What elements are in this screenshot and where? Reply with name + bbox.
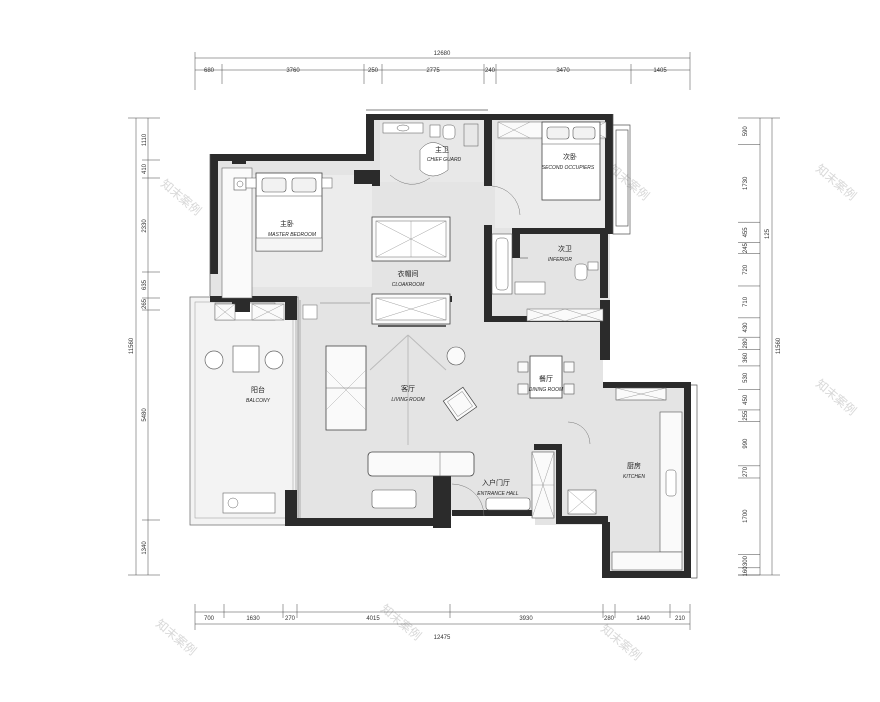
dim-right-seg: 590 bbox=[743, 126, 749, 137]
dim-left-seg: 2330 bbox=[142, 219, 148, 233]
dim-left-seg: 265 bbox=[142, 298, 148, 309]
dim-right-seg: 990 bbox=[743, 438, 749, 449]
dim-right-seg: 280 bbox=[743, 338, 749, 349]
dimension-right-labels: 11560 125 bbox=[765, 228, 782, 354]
living-room-label-en: LIVING ROOM bbox=[391, 397, 425, 403]
entrance-hall: 入户门厅 ENTRANCE HALL bbox=[451, 451, 555, 519]
master-bed bbox=[255, 172, 323, 252]
dining-room-label-cn: 餐厅 bbox=[539, 374, 553, 383]
kitchen: 厨房 KITCHEN bbox=[567, 387, 683, 571]
dim-left-seg: 5480 bbox=[142, 408, 148, 422]
dim-top-seg: 3760 bbox=[286, 68, 300, 74]
dim-right-seg: 530 bbox=[743, 372, 749, 383]
dim-bottom-seg: 1440 bbox=[636, 616, 650, 622]
dim-left-seg: 635 bbox=[142, 279, 148, 290]
dim-right-total: 11560 bbox=[776, 337, 782, 354]
second-bedroom-label-en: SECOND OCCUPIERS bbox=[542, 165, 595, 171]
dim-left-seg: 1340 bbox=[142, 541, 148, 555]
dim-bottom-seg: 3930 bbox=[519, 616, 533, 622]
living-room-label-cn: 客厅 bbox=[401, 384, 415, 393]
dim-right-seg: 270 bbox=[743, 466, 749, 477]
dim-bottom-seg: 210 bbox=[675, 616, 686, 622]
dining-room: 餐厅 DINING ROOM bbox=[517, 355, 591, 445]
dim-top-seg: 3470 bbox=[556, 68, 570, 74]
entrance-label-en: ENTRANCE HALL bbox=[477, 491, 519, 497]
kitchen-label-cn: 厨房 bbox=[627, 461, 641, 470]
dim-top-seg: 240 bbox=[485, 68, 496, 74]
dim-right-seg: 455 bbox=[743, 227, 749, 238]
cloakroom-label-en: CLOAKROOM bbox=[392, 282, 425, 288]
second-bedroom-label-cn: 次卧 bbox=[563, 152, 577, 161]
dim-right-seg: 1700 bbox=[743, 509, 749, 523]
dimension-top-labels: 12680 680 3760 250 2775 240 3470 1405 bbox=[204, 51, 667, 74]
watermark: 知末案例 bbox=[813, 376, 859, 418]
master-bath: 主卫 CHIEF GUARD bbox=[380, 120, 484, 185]
watermark: 知末案例 bbox=[153, 616, 199, 658]
second-bath-label-cn: 次卫 bbox=[558, 244, 572, 253]
dim-top-total: 12680 bbox=[434, 51, 451, 57]
dim-right-seg: 450 bbox=[743, 394, 749, 405]
dim-top-seg: 680 bbox=[204, 68, 215, 74]
dimension-left bbox=[128, 117, 160, 576]
view-arrows bbox=[369, 334, 447, 445]
dimension-bottom bbox=[194, 604, 691, 630]
second-bed bbox=[541, 121, 601, 201]
second-bedroom: 次卧 SECOND OCCUPIERS bbox=[491, 121, 607, 216]
entrance-label-cn: 入户门厅 bbox=[482, 478, 510, 487]
wardrobe-strip bbox=[214, 302, 370, 321]
dimension-left-labels: 11560 1110 410 2330 635 265 5480 1340 bbox=[129, 133, 148, 555]
master-bedroom: 主卧 MASTER BEDROOM bbox=[221, 167, 333, 299]
dim-bottom-total: 12475 bbox=[434, 635, 451, 641]
dim-left-seg: 410 bbox=[142, 163, 148, 174]
dim-right-seg: 255 bbox=[743, 410, 749, 421]
sofa bbox=[325, 345, 367, 431]
balcony-table bbox=[204, 345, 284, 373]
cloakroom: 衣帽间 CLOAKROOM bbox=[371, 216, 451, 327]
master-bath-label-en: CHIEF GUARD bbox=[427, 157, 462, 163]
dim-right-seg: 710 bbox=[743, 296, 749, 307]
balcony-label-en: BALCONY bbox=[246, 398, 271, 404]
dim-right-seg: 245 bbox=[743, 242, 749, 253]
exterior-lines bbox=[209, 109, 698, 579]
cloakroom-label-cn: 衣帽间 bbox=[398, 269, 419, 278]
dim-top-seg: 1405 bbox=[653, 68, 667, 74]
dim-left-seg: 1110 bbox=[142, 133, 148, 146]
dim-bottom-seg: 700 bbox=[204, 616, 215, 622]
dim-bottom-seg: 270 bbox=[285, 616, 296, 622]
dim-right-seg: 720 bbox=[743, 264, 749, 275]
dimension-right-segments: 590 1730 455 245 720 710 430 280 360 530 450 255 990… bbox=[738, 126, 760, 577]
second-bath-label-en: INFERIOR bbox=[548, 257, 572, 263]
second-bath: 次卫 INFERIOR bbox=[491, 233, 604, 322]
balcony-label-cn: 阳台 bbox=[251, 385, 265, 394]
dim-bottom-seg: 4015 bbox=[366, 616, 380, 622]
living-room: 客厅 LIVING ROOM bbox=[325, 334, 478, 509]
dining-room-label-en: DINING ROOM bbox=[529, 387, 564, 393]
armchair bbox=[442, 386, 478, 422]
watermark: 知末案例 bbox=[598, 621, 644, 663]
dim-bottom-seg: 280 bbox=[604, 616, 615, 622]
watermark: 知末案例 bbox=[813, 161, 859, 203]
master-bedroom-label-en: MASTER BEDROOM bbox=[268, 232, 317, 238]
dim-left-total: 11560 bbox=[129, 337, 135, 354]
dim-right-inner: 125 bbox=[765, 228, 771, 239]
dim-right-seg: 160 bbox=[743, 566, 749, 577]
dim-right-seg: 300 bbox=[743, 555, 749, 566]
dimension-top bbox=[194, 52, 691, 90]
watermark: 知末案例 bbox=[378, 601, 424, 643]
balcony bbox=[189, 296, 301, 526]
dim-right-seg: 1730 bbox=[743, 176, 749, 190]
watermark: 知末案例 bbox=[158, 176, 204, 218]
dim-right-seg: 360 bbox=[743, 352, 749, 363]
master-bath-label-cn: 主卫 bbox=[435, 145, 449, 154]
dim-top-seg: 2775 bbox=[426, 68, 440, 74]
dim-bottom-seg: 1630 bbox=[246, 616, 260, 622]
master-bedroom-label-cn: 主卧 bbox=[280, 219, 294, 228]
tv-cabinet bbox=[367, 451, 475, 477]
dim-top-seg: 250 bbox=[368, 68, 379, 74]
dim-right-seg: 430 bbox=[743, 322, 749, 333]
kitchen-label-en: KITCHEN bbox=[623, 474, 645, 480]
dimension-bottom-labels: 700 1630 270 4015 3930 280 1440 210 1247… bbox=[204, 616, 686, 641]
